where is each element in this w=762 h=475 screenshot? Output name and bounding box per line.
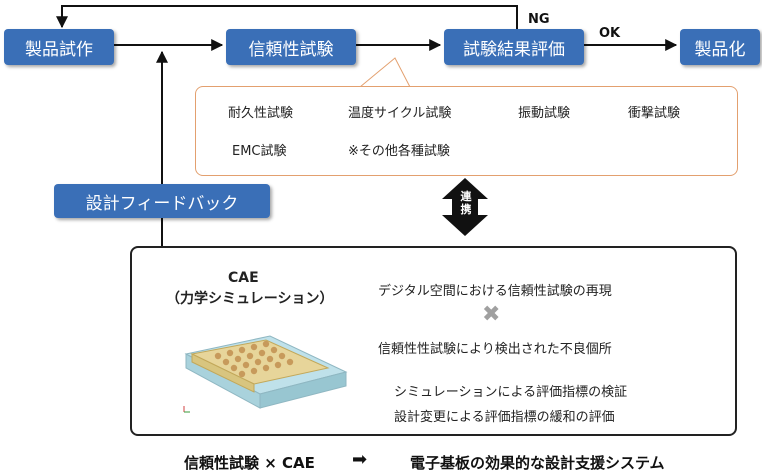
test-item-thermal-cycle: 温度サイクル試験 (348, 106, 452, 121)
cae-line-reproduction: デジタル空間における信頼性試験の再現 (378, 284, 612, 299)
cae-panel: CAE （力学シミュレーション） デジタル空間における信頼性試験の再現 ✖ 信頼… (130, 246, 737, 436)
pcb-model-image (183, 335, 348, 413)
evaluation-box: 試験結果評価 (444, 29, 584, 65)
cae-line-defects: 信頼性性試験により検出された不良個所 (378, 342, 612, 357)
summary-right: 電子基板の効果的な設計支援システム (410, 454, 665, 472)
link-label-line1: 連 (460, 190, 472, 203)
test-item-durability: 耐久性試験 (228, 106, 294, 121)
productization-label: 製品化 (694, 39, 746, 60)
feedback-box: 設計フィードバック (54, 184, 270, 218)
prototype-label: 製品試作 (25, 39, 93, 60)
test-types-panel: 耐久性試験 温度サイクル試験 振動試験 衝撃試験 EMC試験 ※その他各種試験 (195, 86, 738, 176)
feedback-label: 設計フィードバック (85, 193, 239, 214)
reliability-test-label: 信頼性試験 (248, 39, 334, 60)
productization-box: 製品化 (680, 29, 760, 65)
link-label: 連 携 (457, 190, 475, 216)
link-double-arrow (442, 178, 488, 236)
test-item-others: ※その他各種試験 (348, 144, 450, 159)
reliability-test-box: 信頼性試験 (226, 29, 356, 65)
cae-line-design-change: 設計変更による評価指標の緩和の評価 (394, 410, 615, 425)
cae-title: CAE (228, 270, 259, 286)
cae-subtitle: （力学シミュレーション） (166, 291, 334, 307)
cae-line-verification: シミュレーションによる評価指標の検証 (394, 385, 628, 400)
ok-label: OK (599, 26, 621, 41)
cross-icon: ✖ (482, 302, 501, 327)
test-panel-callout (359, 57, 411, 88)
ng-loop-arrow (56, 5, 518, 31)
summary-arrow-icon: ➡ (352, 449, 368, 470)
ng-label: NG (528, 12, 550, 27)
prototype-box: 製品試作 (4, 29, 114, 65)
test-item-emc: EMC試験 (232, 144, 287, 159)
test-item-vibration: 振動試験 (518, 106, 571, 121)
test-item-shock: 衝撃試験 (628, 106, 681, 121)
evaluation-label: 試験結果評価 (463, 39, 565, 60)
link-label-line2: 携 (460, 203, 472, 216)
summary-left: 信頼性試験 × CAE (184, 454, 315, 472)
